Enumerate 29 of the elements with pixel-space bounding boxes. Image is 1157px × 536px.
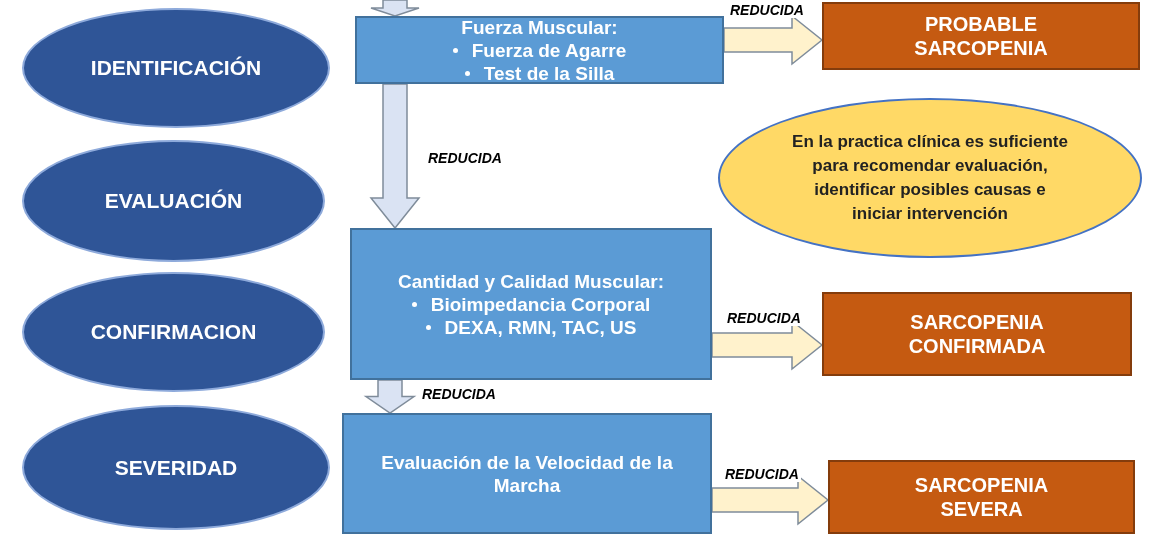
node-label: Evaluación de la Velocidad de la Marcha bbox=[380, 450, 674, 497]
node-label: SEVERIDAD bbox=[114, 455, 238, 480]
block-arrow bbox=[369, 83, 421, 230]
node-label: CONFIRMACION bbox=[90, 320, 257, 344]
node-label: IDENTIFICACIÓN bbox=[90, 56, 262, 80]
node-label: En la practica clínica es suficiente para recomendar evaluación, identificar posibles causas e iniciar intervención bbox=[791, 131, 1069, 225]
list-item-text: DEXA, RMN, TAC, US bbox=[444, 315, 637, 339]
test-box bbox=[350, 228, 712, 380]
test-box bbox=[342, 413, 712, 534]
edge-label: REDUCIDA bbox=[723, 466, 801, 482]
node-label: EVALUACIÓN bbox=[104, 189, 243, 213]
result-box bbox=[828, 460, 1135, 534]
block-arrow bbox=[363, 379, 417, 414]
test-box bbox=[355, 16, 724, 84]
result-box bbox=[822, 2, 1140, 70]
node-label: SARCOPENIA CONFIRMADA bbox=[907, 310, 1047, 358]
box-heading: Fuerza Muscular: bbox=[461, 15, 618, 39]
node-label: PROBABLE SARCOPENIA bbox=[913, 12, 1049, 60]
edge-label: REDUCIDA bbox=[420, 386, 498, 402]
block-arrow bbox=[370, 0, 420, 17]
box-heading: Cantidad y Calidad Muscular: bbox=[397, 269, 664, 293]
node-label: SARCOPENIA SEVERA bbox=[913, 473, 1050, 521]
list-item-text: Test de la Silla bbox=[483, 61, 615, 85]
list-item-text: Bioimpedancia Corporal bbox=[430, 292, 651, 316]
result-box bbox=[822, 292, 1132, 376]
edge-label: REDUCIDA bbox=[725, 310, 803, 326]
list-item-text: Fuerza de Agarre bbox=[471, 38, 627, 62]
edge-label: REDUCIDA bbox=[728, 2, 806, 18]
edge-label: REDUCIDA bbox=[426, 150, 504, 166]
